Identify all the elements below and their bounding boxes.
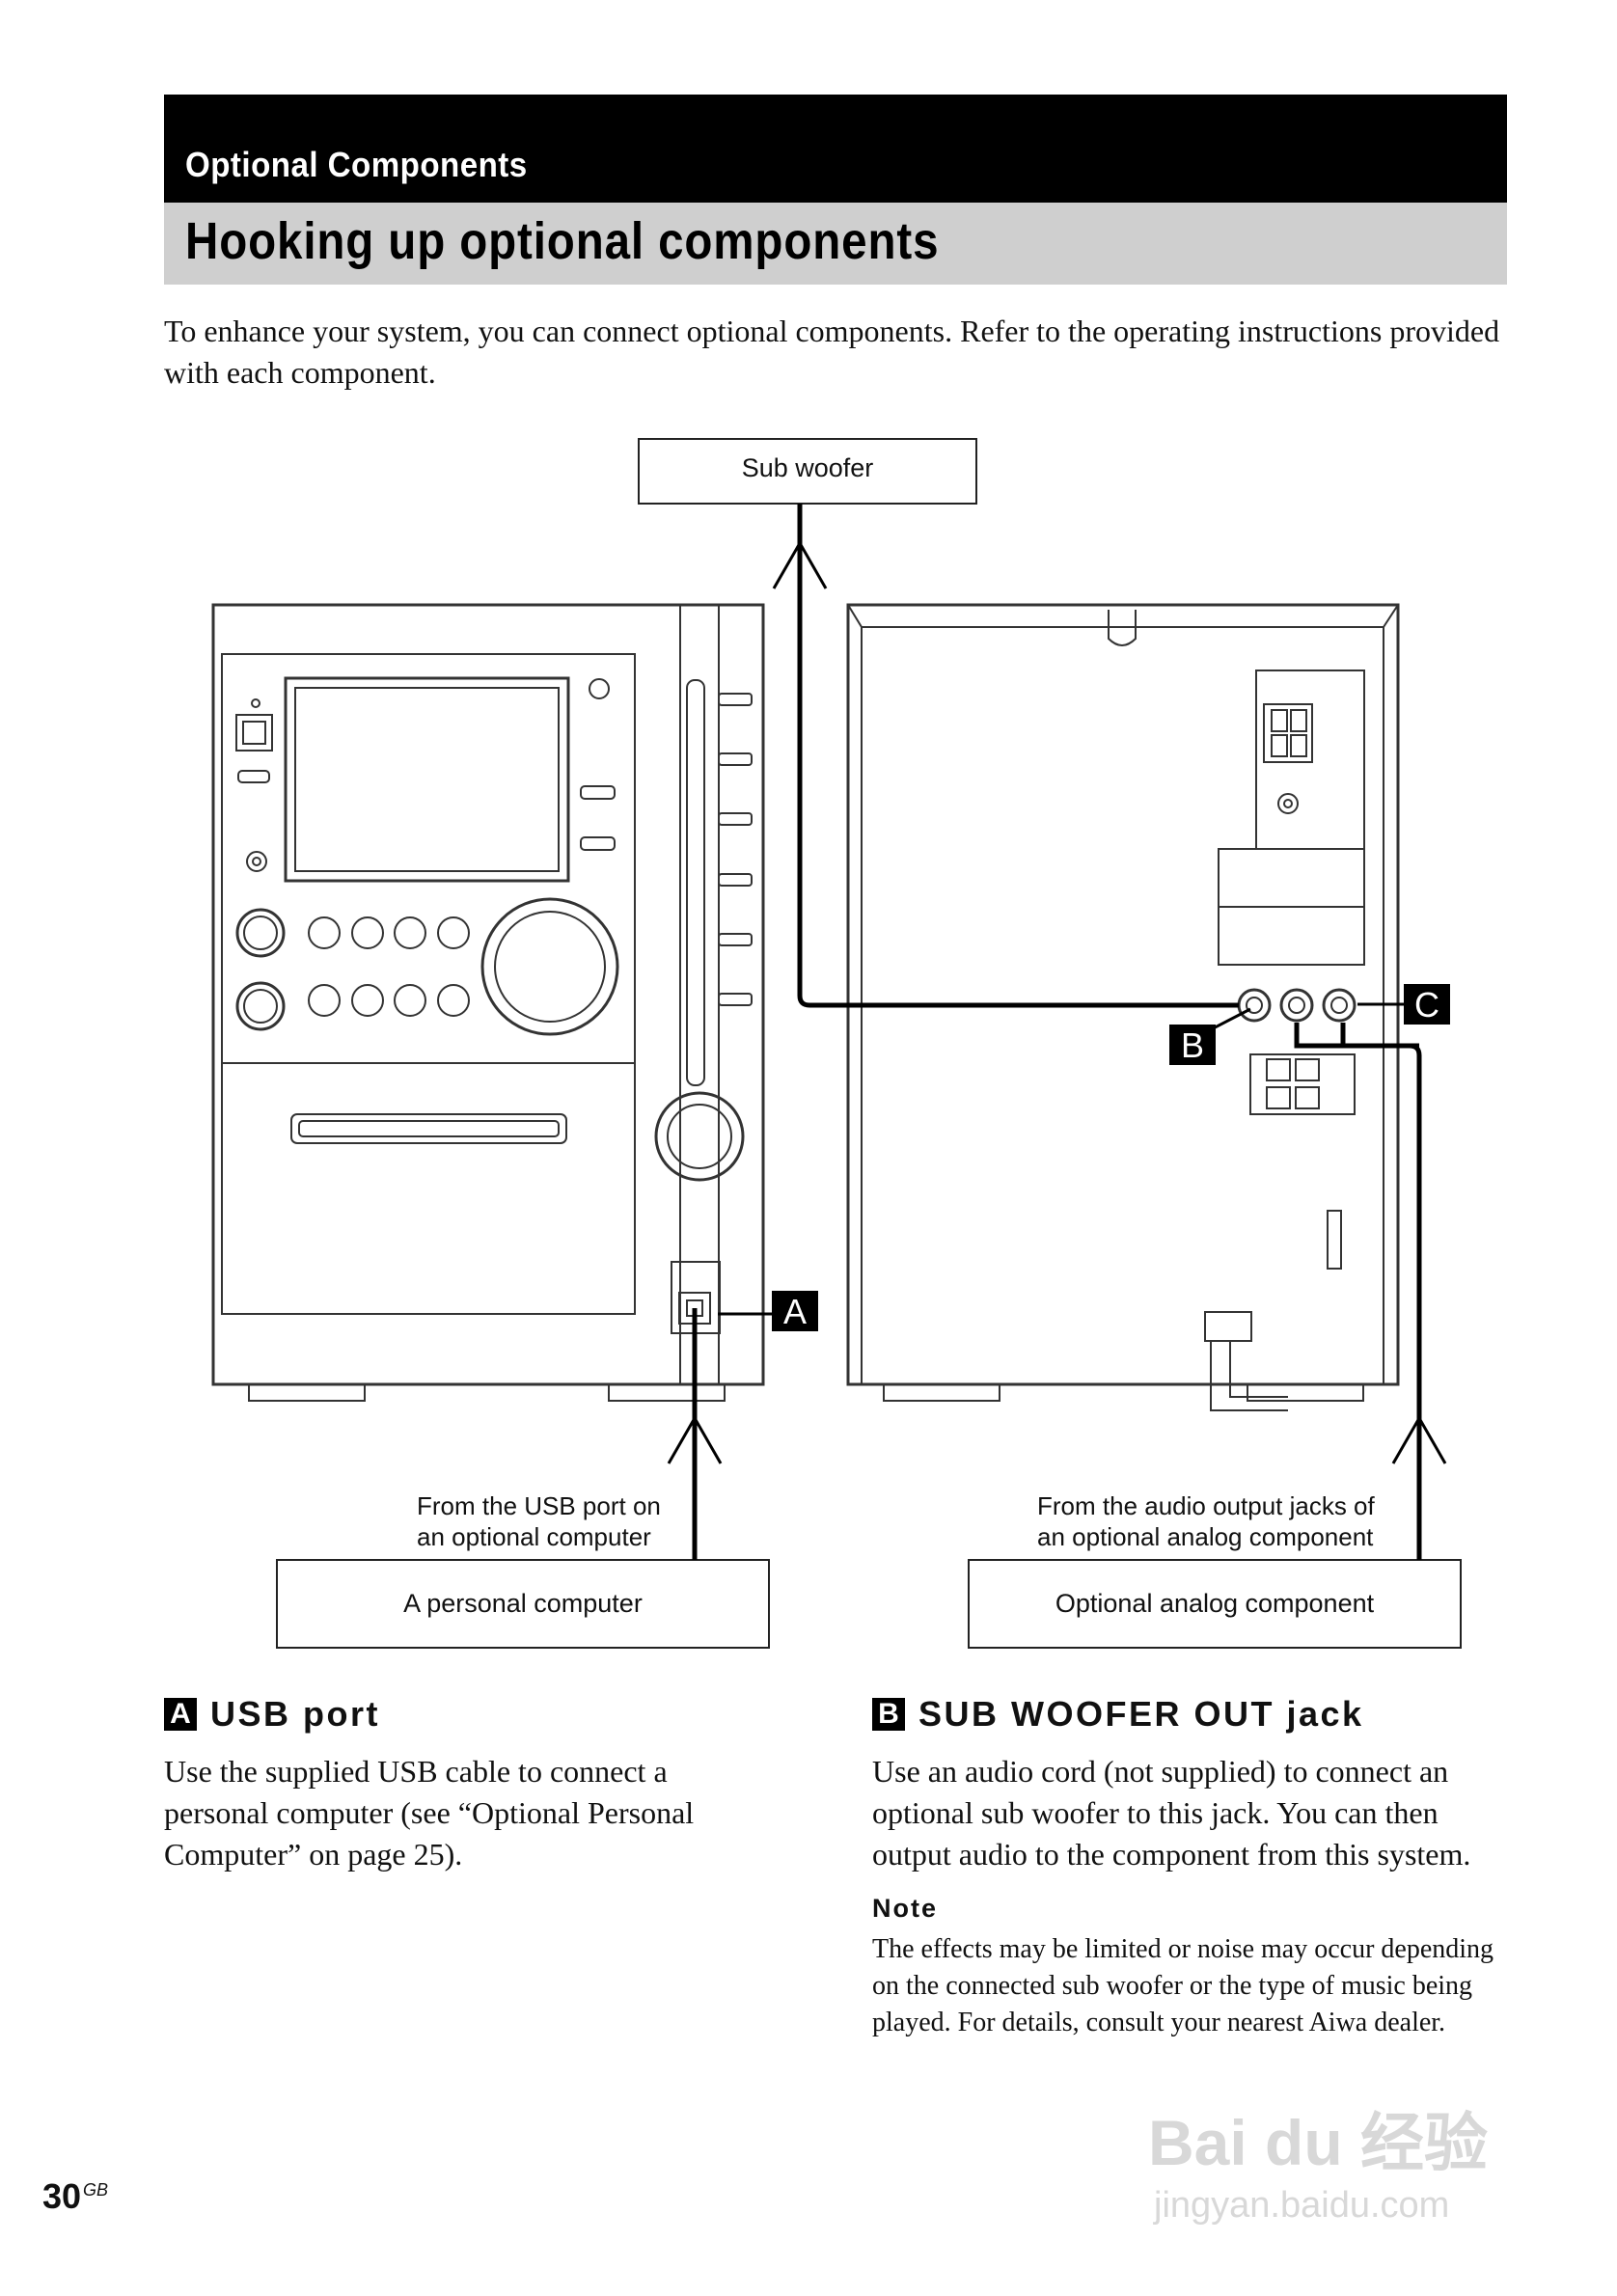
sub-woofer-heading: B SUB WOOFER OUT jack xyxy=(872,1694,1364,1735)
note-text: The effects may be limited or noise may … xyxy=(872,1934,1494,2037)
callout-a-letter: A xyxy=(783,1292,807,1331)
sub-woofer-heading-text: SUB WOOFER OUT jack xyxy=(918,1694,1364,1734)
section-header-bar xyxy=(164,95,1507,203)
title-bar xyxy=(164,203,1507,285)
computer-label: A personal computer xyxy=(403,1589,643,1618)
letter-badge-b: B xyxy=(872,1698,905,1731)
intro-paragraph: To enhance your system, you can connect … xyxy=(164,314,1500,390)
analog-label: Optional analog component xyxy=(1055,1589,1375,1618)
sub-woofer-box xyxy=(638,438,977,505)
page-title: Hooking up optional components xyxy=(185,212,940,270)
front-unit xyxy=(211,603,765,1402)
callout-b xyxy=(1169,1025,1216,1065)
usb-caption-line1: From the USB port on xyxy=(417,1491,661,1520)
usb-caption-line2: an optional computer xyxy=(417,1522,651,1551)
analog-caption-line2: an optional analog component xyxy=(1037,1522,1374,1551)
callout-c xyxy=(1404,984,1450,1025)
baidu-watermark-url: jingyan.baidu.com xyxy=(1154,2185,1450,2226)
back-unit xyxy=(846,603,1400,1411)
arrow-up-analog xyxy=(1391,1414,1447,1464)
analog-cable xyxy=(1294,1023,1422,1560)
usb-port-heading: A USB port xyxy=(164,1694,380,1735)
computer-box xyxy=(276,1559,770,1649)
sub-woofer-body: Use an audio cord (not supplied) to conn… xyxy=(872,1754,1471,1872)
sub-woofer-cable xyxy=(797,504,1239,1008)
callout-b-letter: B xyxy=(1181,1025,1204,1065)
section-label: Optional Components xyxy=(185,145,528,184)
callout-c-letter: C xyxy=(1414,985,1439,1025)
analog-caption-line1: From the audio output jacks of xyxy=(1037,1491,1375,1520)
sub-woofer-label: Sub woofer xyxy=(741,453,874,482)
usb-port-body: Use the supplied USB cable to connect a … xyxy=(164,1754,695,1872)
baidu-watermark-logo: Bai du 经验 xyxy=(1148,2107,1489,2178)
arrow-up-sub-woofer xyxy=(772,539,828,589)
analog-box xyxy=(968,1559,1462,1649)
usb-port-heading-text: USB port xyxy=(210,1694,380,1734)
note-title: Note xyxy=(872,1894,938,1923)
arrow-up-usb xyxy=(667,1414,723,1464)
letter-badge-a: A xyxy=(164,1698,197,1731)
callout-a xyxy=(772,1291,818,1331)
